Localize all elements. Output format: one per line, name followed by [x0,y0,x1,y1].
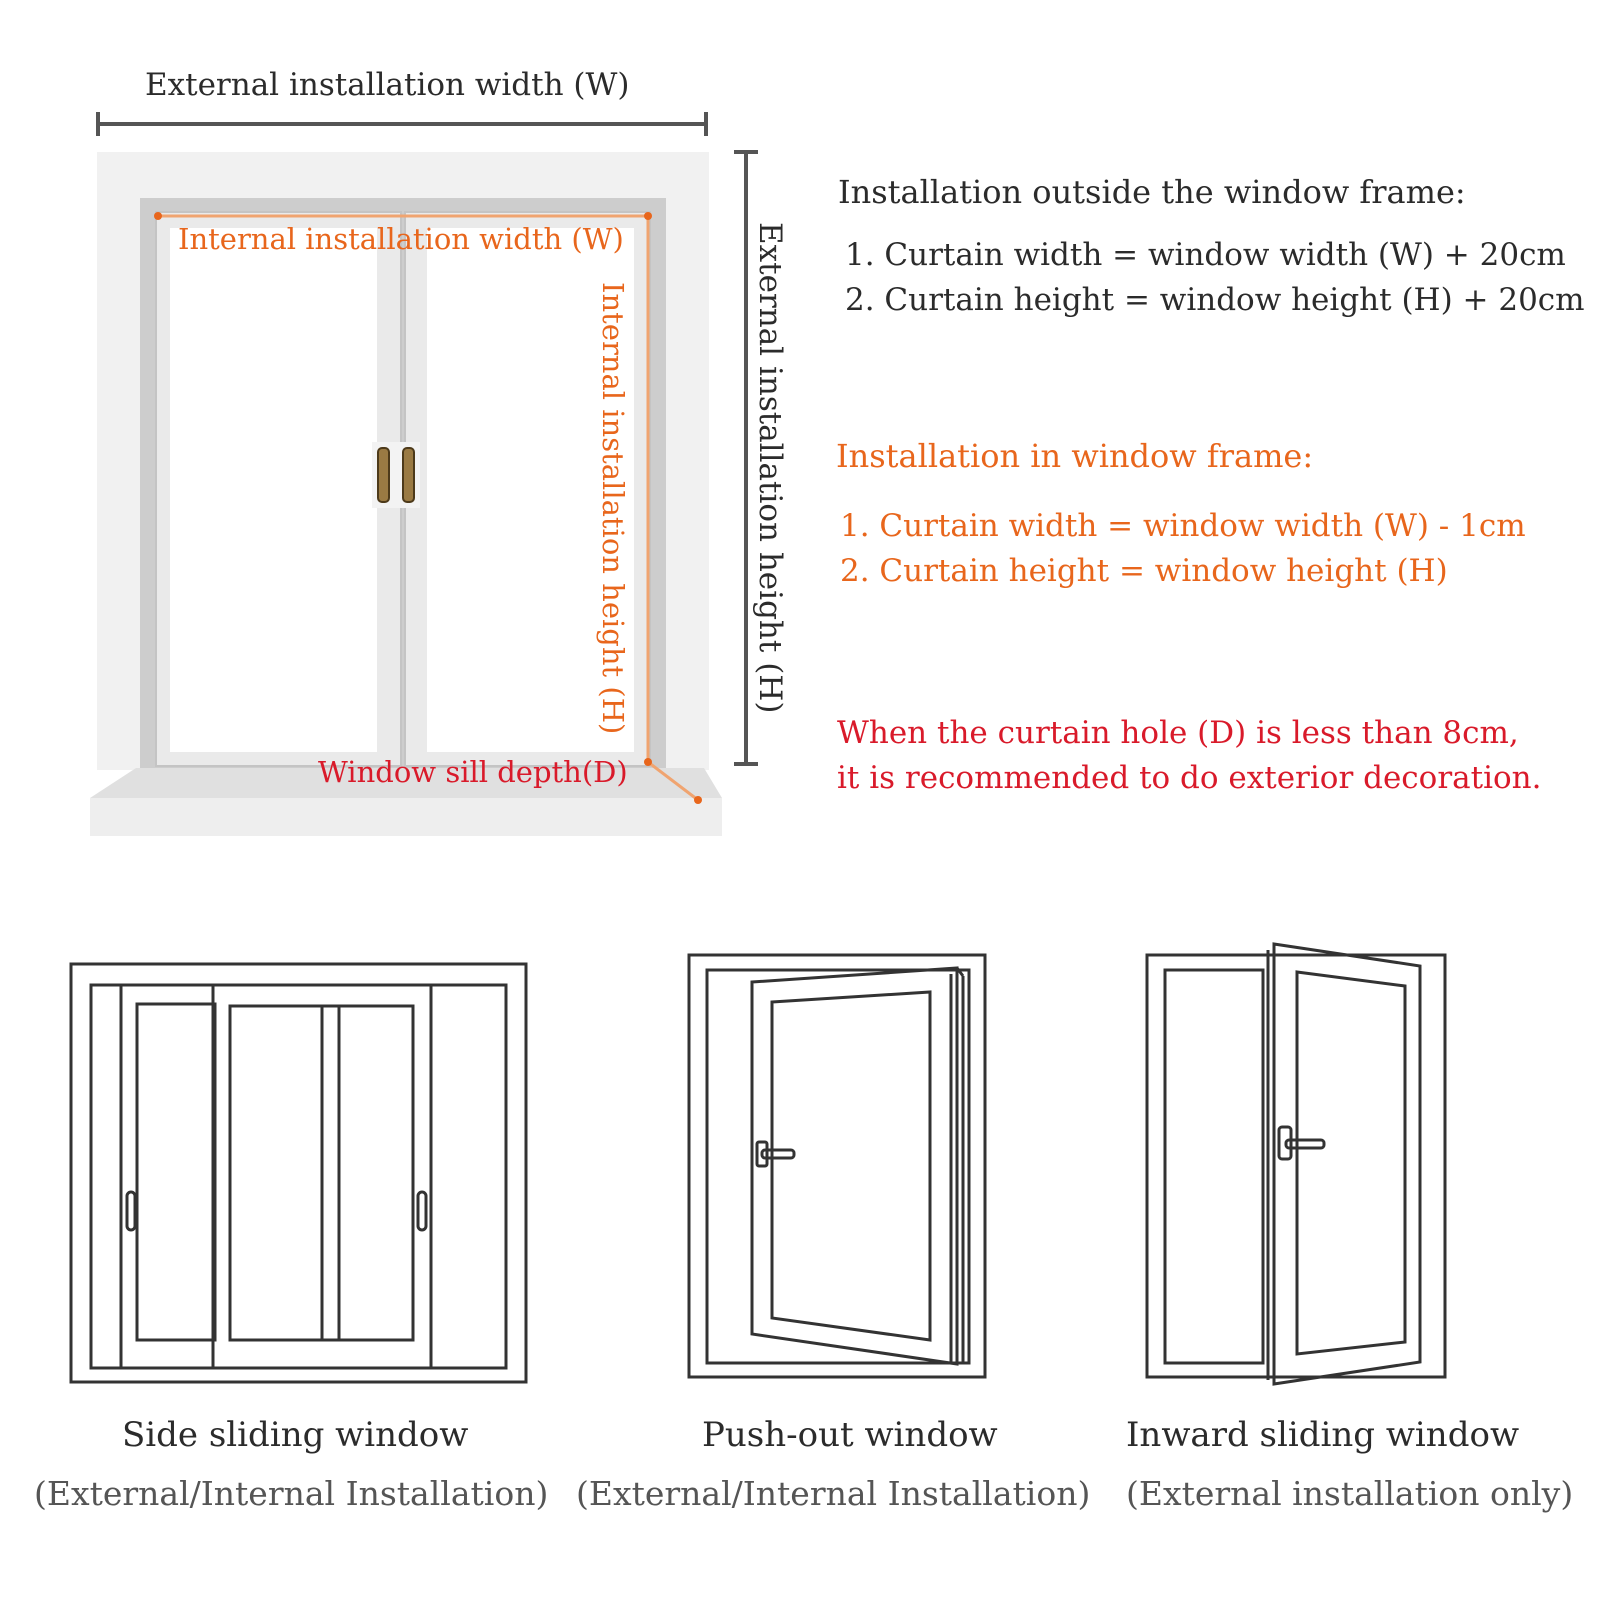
note-line-1: When the curtain hole (D) is less than 8… [837,715,1519,751]
sill-depth-label: Window sill depth(D) [318,755,628,789]
push-out-window-note: (External/Internal Installation) [576,1474,1091,1513]
inward-sliding-window-title: Inward sliding window [1126,1415,1520,1455]
window-sill-top [90,768,722,798]
outside-rule-1: 1. Curtain width = window width (W) + 20… [845,237,1566,273]
inside-rule-2: 2. Curtain height = window height (H) [840,553,1448,589]
right-glass [427,228,634,752]
internal-dimension-lines [158,214,699,802]
note-line-2: it is recommended to do exterior decorat… [837,760,1542,796]
push-out-window-icon [687,953,987,1379]
outside-rule-2: 2. Curtain height = window height (H) + … [845,282,1585,318]
outside-heading: Installation outside the window frame: [838,173,1466,211]
side-sliding-window-note: (External/Internal Installation) [34,1474,549,1513]
inside-rule-1: 1. Curtain width = window width (W) - 1c… [840,508,1526,544]
internal-dimension-points [154,212,702,804]
push-out-window-title: Push-out window [702,1415,998,1455]
external-height-dimension-line [734,150,758,766]
inside-heading: Installation in window frame: [836,437,1314,475]
side-sliding-window-icon [69,962,528,1384]
external-width-label: External installation width (W) [145,67,630,103]
side-sliding-window-title: Side sliding window [122,1415,469,1455]
handles [372,442,420,508]
internal-height-label: Internal installation height (H) [596,282,630,735]
inward-window-icon [1145,942,1447,1386]
window-sill-front [90,798,722,836]
external-height-label: External installation height (H) [752,222,788,714]
inward-sliding-window-note: (External installation only) [1126,1474,1574,1513]
internal-width-label: Internal installation width (W) [178,222,624,256]
external-width-dimension-line [96,112,708,136]
left-glass [170,228,377,752]
